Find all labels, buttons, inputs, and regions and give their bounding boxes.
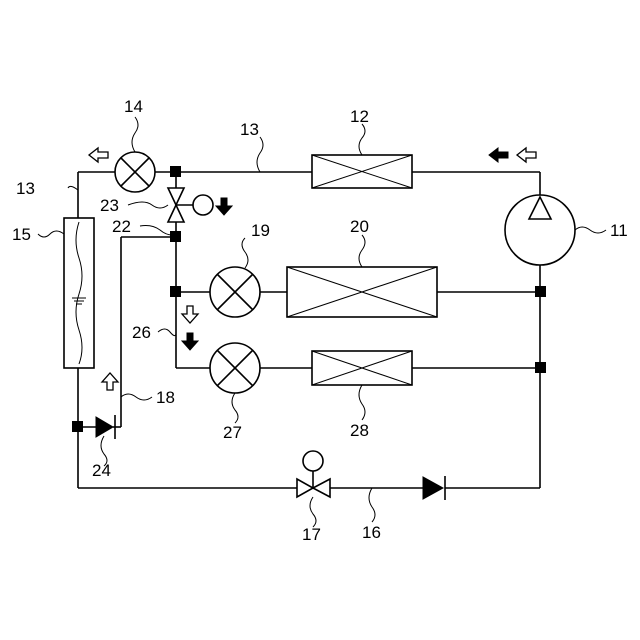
label-11: 11: [610, 221, 628, 240]
label-22: 22: [112, 217, 131, 236]
expansion-valve-27: [210, 343, 260, 393]
expansion-valve-14: [115, 152, 155, 192]
label-28: 28: [350, 421, 369, 440]
label-27: 27: [223, 423, 242, 442]
label-13-top: 13: [240, 120, 259, 139]
check-valve-24: [96, 415, 115, 439]
expansion-valve-19: [210, 267, 260, 317]
compressor-11: [505, 195, 575, 265]
label-16: 16: [362, 523, 381, 542]
label-24: 24: [92, 461, 111, 480]
label-23: 23: [100, 196, 119, 215]
label-26: 26: [132, 323, 151, 342]
receiver-15: [64, 218, 94, 368]
label-13-left: 13: [16, 179, 35, 198]
evaporator-28: [312, 351, 412, 385]
label-17: 17: [302, 525, 321, 544]
label-20: 20: [350, 217, 369, 236]
solenoid-valve-17: [297, 451, 330, 497]
label-18: 18: [156, 388, 175, 407]
check-valve-bottom: [423, 476, 445, 500]
label-14: 14: [124, 97, 143, 116]
condenser-12: [312, 155, 412, 188]
label-12: 12: [350, 107, 369, 126]
label-19: 19: [251, 221, 270, 240]
evaporator-20: [287, 267, 437, 317]
label-15: 15: [12, 225, 31, 244]
solenoid-valve-23: [168, 188, 213, 222]
